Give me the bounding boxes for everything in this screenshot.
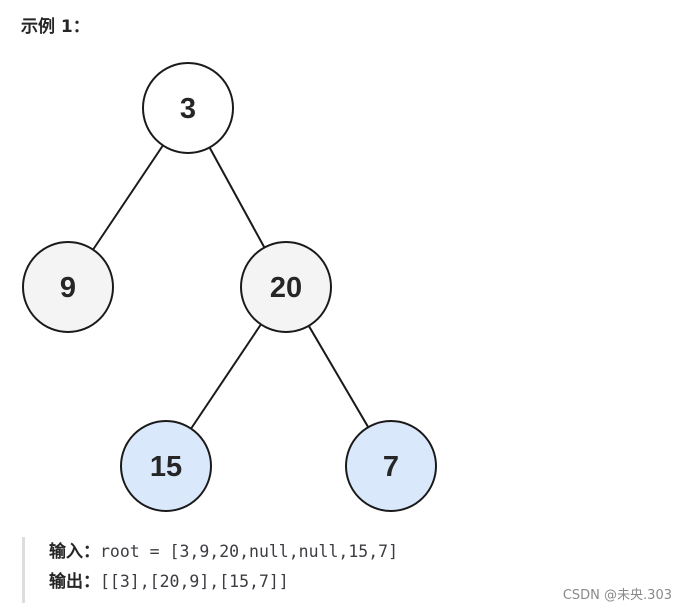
input-label: 输入：: [49, 542, 100, 562]
input-value: root = [3,9,20,null,null,15,7]: [100, 542, 399, 561]
tree-edge-n3-n9: [92, 144, 164, 251]
output-line: 输出：[[3],[20,9],[15,7]]: [49, 567, 662, 597]
tree-edge-n20-n7: [307, 325, 370, 428]
tree-edge-n20-n15: [190, 323, 262, 430]
input-line: 输入：root = [3,9,20,null,null,15,7]: [49, 537, 662, 567]
binary-tree-diagram: 3 9 20 15 7: [22, 62, 437, 512]
output-label: 输出：: [49, 572, 100, 592]
tree-node-label: 15: [150, 451, 182, 483]
output-value: [[3],[20,9],[15,7]]: [100, 572, 289, 591]
tree-node-label: 3: [180, 93, 196, 125]
tree-node-label: 20: [270, 272, 302, 304]
tree-node-circle: [120, 420, 212, 512]
tree-node-circle: [22, 241, 114, 333]
tree-node-label: 7: [383, 451, 399, 483]
tree-node-circle: [345, 420, 437, 512]
example-heading: 示例 1：: [21, 17, 90, 37]
watermark: CSDN @未央.303: [562, 588, 672, 603]
tree-node-circle: [240, 241, 332, 333]
tree-node-9: 9: [22, 241, 114, 333]
tree-node-20: 20: [240, 241, 332, 333]
tree-node-15: 15: [120, 420, 212, 512]
tree-node-label: 9: [60, 272, 76, 304]
tree-node-circle: [142, 62, 234, 154]
tree-node-7: 7: [345, 420, 437, 512]
tree-node-3: 3: [142, 62, 234, 154]
example-io-block: 输入：root = [3,9,20,null,null,15,7] 输出：[[3…: [22, 537, 662, 603]
tree-edge-n3-n20: [208, 146, 266, 249]
